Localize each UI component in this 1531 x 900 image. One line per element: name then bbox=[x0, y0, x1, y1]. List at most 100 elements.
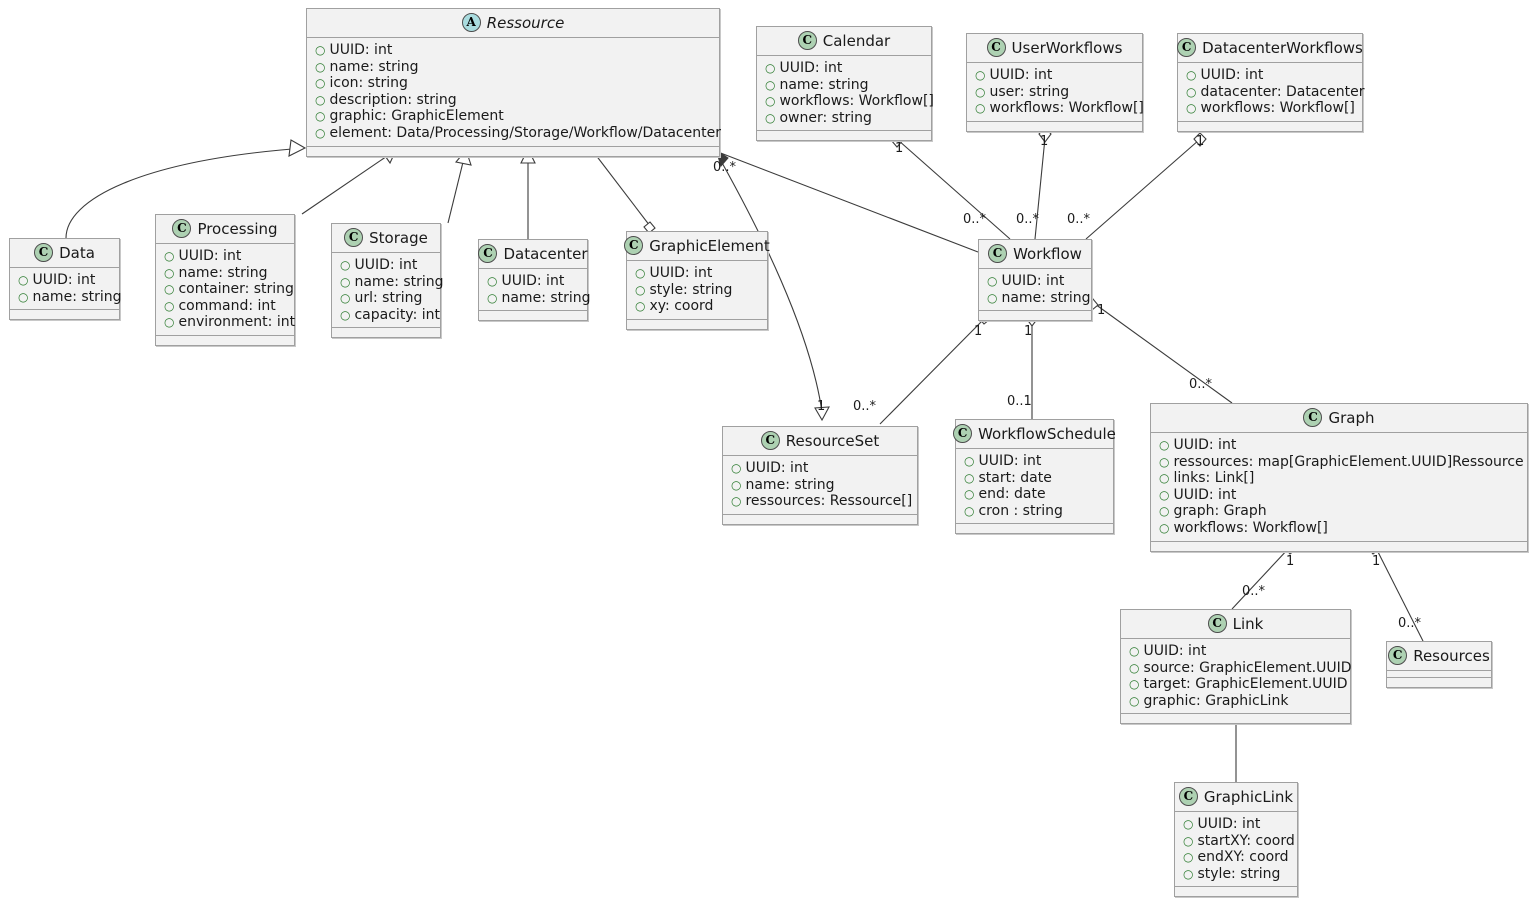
class-methods-data bbox=[10, 310, 119, 320]
visibility-public-icon: ○ bbox=[731, 477, 742, 492]
attribute-row: ○xy: coord bbox=[635, 298, 761, 315]
attribute-text: command: int bbox=[178, 297, 276, 314]
class-name-resourceset: ResourceSet bbox=[785, 431, 880, 450]
visibility-public-icon: ○ bbox=[975, 84, 986, 99]
visibility-public-icon: ○ bbox=[975, 101, 986, 116]
class-attributes-processing: ○UUID: int○name: string○container: strin… bbox=[156, 244, 296, 336]
visibility-public-icon: ○ bbox=[987, 290, 998, 305]
attribute-text: UUID: int bbox=[1143, 643, 1207, 659]
attribute-text: startXY: coord bbox=[1197, 832, 1295, 849]
class-name-resources: Resources bbox=[1413, 646, 1490, 665]
visibility-public-icon: ○ bbox=[635, 282, 646, 297]
attribute-text: UUID: int bbox=[178, 248, 242, 264]
class-icon: C bbox=[344, 228, 364, 247]
class-attributes-ressource: ○UUID: int○name: string○icon: string○des… bbox=[307, 38, 721, 147]
visibility-public-icon: ○ bbox=[964, 503, 975, 518]
attribute-text: UUID: int bbox=[1200, 67, 1264, 83]
multiplicity-label: 0..* bbox=[853, 399, 877, 414]
class-attributes-graph: ○UUID: int○ressources: map[GraphicElemen… bbox=[1151, 433, 1527, 542]
attribute-text: ressources: map[GraphicElement.UUID]Ress… bbox=[1173, 453, 1524, 470]
multiplicity-label: 1 bbox=[1040, 134, 1049, 149]
visibility-public-icon: ○ bbox=[315, 109, 326, 124]
attribute-row: ○endXY: coord bbox=[1183, 849, 1291, 866]
attribute-text: UUID: int bbox=[779, 60, 843, 76]
multiplicity-label: 0..* bbox=[1067, 212, 1091, 227]
attribute-row: ○container: string bbox=[164, 281, 294, 298]
attribute-row: ○UUID: int bbox=[635, 265, 761, 282]
visibility-public-icon: ○ bbox=[1186, 68, 1197, 82]
attribute-text: graph: Graph bbox=[1173, 503, 1267, 520]
attribute-row: ○UUID: int bbox=[1129, 643, 1344, 660]
attribute-text: UUID: int bbox=[329, 42, 393, 58]
multiplicity-label: 1 bbox=[974, 324, 983, 339]
visibility-public-icon: ○ bbox=[1186, 101, 1197, 116]
visibility-public-icon: ○ bbox=[1183, 866, 1194, 881]
class-methods-workflowschedule bbox=[956, 524, 1113, 534]
attribute-text: graphic: GraphicElement bbox=[329, 108, 504, 125]
attribute-text: cron : string bbox=[978, 502, 1063, 519]
class-attributes-calendar: ○UUID: int○name: string○workflows: Workf… bbox=[757, 56, 934, 132]
class-attributes-graphiclink: ○UUID: int○startXY: coord○endXY: coord○s… bbox=[1175, 812, 1297, 888]
visibility-public-icon: ○ bbox=[18, 273, 29, 287]
attribute-row: ○UUID: int bbox=[765, 60, 925, 77]
attribute-row: ○workflows: Workflow[] bbox=[765, 93, 934, 110]
class-attributes-workflow: ○UUID: int○name: string bbox=[979, 269, 1091, 312]
attribute-text: element: Data/Processing/Storage/Workflo… bbox=[329, 124, 721, 141]
attribute-text: container: string bbox=[178, 281, 294, 298]
visibility-public-icon: ○ bbox=[635, 299, 646, 314]
attribute-row: ○name: string bbox=[340, 274, 444, 291]
visibility-public-icon: ○ bbox=[1159, 487, 1170, 502]
class-name-data: Data bbox=[59, 243, 95, 262]
attribute-text: workflows: Workflow[] bbox=[1173, 519, 1328, 536]
visibility-public-icon: ○ bbox=[1159, 471, 1170, 486]
attribute-text: start: date bbox=[978, 469, 1052, 486]
multiplicity-label: 1 bbox=[1286, 554, 1295, 569]
attribute-row: ○source: GraphicElement.UUID bbox=[1129, 660, 1352, 677]
attribute-text: UUID: int bbox=[354, 257, 418, 273]
attribute-row: ○style: string bbox=[635, 282, 761, 299]
visibility-public-icon: ○ bbox=[315, 92, 326, 107]
multiplicity-label: 1 bbox=[1196, 134, 1205, 149]
attribute-row: ○workflows: Workflow[] bbox=[1186, 100, 1356, 117]
multiplicity-label: 1 bbox=[1024, 324, 1033, 339]
class-attributes-resourceset: ○UUID: int○name: string○ressources: Ress… bbox=[723, 456, 917, 515]
attribute-text: owner: string bbox=[779, 109, 872, 126]
attribute-row: ○name: string bbox=[987, 290, 1091, 307]
visibility-public-icon: ○ bbox=[340, 291, 351, 306]
attribute-row: ○workflows: Workflow[] bbox=[1159, 520, 1521, 537]
class-methods-graphiclink bbox=[1175, 887, 1297, 897]
multiplicity-label: 0..* bbox=[713, 160, 737, 175]
visibility-public-icon: ○ bbox=[1183, 850, 1194, 865]
class-methods-ressource bbox=[307, 146, 719, 156]
attribute-row: ○element: Data/Processing/Storage/Workfl… bbox=[315, 125, 721, 142]
attribute-row: ○UUID: int bbox=[731, 460, 911, 477]
attribute-row: ○url: string bbox=[340, 290, 434, 307]
attribute-text: environment: int bbox=[178, 314, 296, 331]
attribute-text: name: string bbox=[745, 476, 835, 493]
class-name-workflow: Workflow bbox=[1013, 244, 1082, 263]
class-attributes-resources bbox=[1387, 671, 1491, 678]
